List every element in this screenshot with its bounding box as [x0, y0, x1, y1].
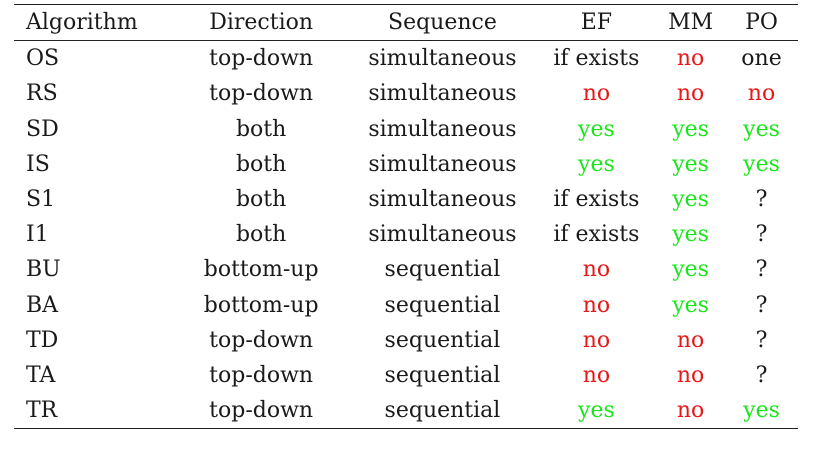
- cell-mm: no: [676, 363, 705, 389]
- cell-sequence: simultaneous: [368, 222, 517, 248]
- table-row: S1 both simultaneous if exists yes?: [14, 182, 798, 217]
- cell-direction: both: [235, 187, 287, 213]
- cell-po: ?: [755, 187, 768, 213]
- cell-direction: top-down: [209, 327, 314, 353]
- cell-algorithm: TR: [26, 398, 58, 424]
- cell-direction: both: [235, 116, 287, 142]
- cell-ef: no: [582, 327, 611, 353]
- table-row: IS both simultaneous yes yes yes: [14, 147, 798, 182]
- cell-algorithm: RS: [26, 81, 58, 107]
- cell-mm: yes: [672, 151, 709, 177]
- header-ef: EF: [580, 10, 613, 35]
- table-row: BU bottom-up sequential no yes?: [14, 252, 798, 287]
- cell-algorithm: TD: [26, 327, 59, 353]
- cell-direction: top-down: [209, 81, 314, 107]
- cell-mm: no: [676, 81, 705, 107]
- cell-po: ?: [755, 257, 768, 283]
- cell-sequence: sequential: [384, 398, 501, 424]
- cell-mm: yes: [672, 116, 709, 142]
- cell-sequence: sequential: [384, 327, 501, 353]
- cell-sequence: sequential: [384, 363, 501, 389]
- cell-po: ?: [755, 327, 768, 353]
- cell-sequence: simultaneous: [368, 46, 517, 72]
- cell-sequence: sequential: [384, 292, 501, 318]
- header-po: PO: [745, 10, 778, 35]
- cell-po: yes: [743, 398, 780, 424]
- cell-direction: both: [235, 222, 287, 248]
- cell-po: one: [741, 46, 782, 72]
- table-row: BA bottom-up sequential no yes?: [14, 288, 798, 323]
- cell-sequence: simultaneous: [368, 151, 517, 177]
- cell-direction: both: [235, 151, 287, 177]
- cell-sequence: simultaneous: [368, 116, 517, 142]
- cell-ef: no: [582, 257, 611, 283]
- table-row: I1 both simultaneous if exists yes?: [14, 217, 798, 252]
- cell-ef: no: [582, 292, 611, 318]
- cell-direction: top-down: [209, 363, 314, 389]
- cell-algorithm: S1: [26, 187, 56, 213]
- cell-ef: yes: [578, 151, 615, 177]
- cell-ef: if exists: [553, 46, 640, 72]
- cell-algorithm: IS: [26, 151, 50, 177]
- table-row: TA top-down sequential no no?: [14, 358, 798, 393]
- cell-direction: top-down: [209, 46, 314, 72]
- cell-ef: if exists: [553, 222, 640, 248]
- cell-ef: yes: [578, 398, 615, 424]
- cell-po: yes: [743, 151, 780, 177]
- table-row: RS top-down simultaneous no no no: [14, 76, 798, 111]
- cell-po: yes: [743, 116, 780, 142]
- header-algorithm: Algorithm: [26, 10, 138, 35]
- cell-sequence: sequential: [384, 257, 501, 283]
- cell-mm: yes: [672, 187, 709, 213]
- header-sequence: Sequence: [388, 10, 497, 35]
- cell-ef: no: [582, 81, 611, 107]
- cell-ef: if exists: [553, 187, 640, 213]
- cell-mm: yes: [672, 257, 709, 283]
- cell-algorithm: TA: [26, 363, 56, 389]
- cell-po: ?: [755, 222, 768, 248]
- cell-ef: no: [582, 363, 611, 389]
- header-direction: Direction: [209, 10, 314, 35]
- table-row: TD top-down sequential no no?: [14, 323, 798, 358]
- cell-ef: yes: [578, 116, 615, 142]
- table-row: TR top-down sequential yes no yes: [14, 393, 798, 429]
- cell-mm: no: [676, 398, 705, 424]
- cell-mm: no: [676, 46, 705, 72]
- table-row: SD both simultaneous yes yes yes: [14, 112, 798, 147]
- cell-algorithm: BA: [26, 292, 59, 318]
- cell-algorithm: I1: [26, 222, 49, 248]
- cell-po: ?: [755, 363, 768, 389]
- cell-sequence: simultaneous: [368, 81, 517, 107]
- header-mm: MM: [668, 10, 714, 35]
- header-row: Algorithm Direction Sequence EF MM PO: [14, 4, 798, 41]
- cell-direction: bottom-up: [203, 292, 319, 318]
- comparison-table-container: Algorithm Direction Sequence EF MM PO OS…: [14, 4, 798, 429]
- cell-algorithm: SD: [26, 116, 59, 142]
- cell-direction: top-down: [209, 398, 314, 424]
- cell-po: ?: [755, 292, 768, 318]
- table-row: OS top-down simultaneous if exists no one: [14, 41, 798, 77]
- cell-po: no: [747, 81, 776, 107]
- cell-direction: bottom-up: [203, 257, 319, 283]
- cell-mm: yes: [672, 292, 709, 318]
- cell-sequence: simultaneous: [368, 187, 517, 213]
- cell-mm: no: [676, 327, 705, 353]
- cell-mm: yes: [672, 222, 709, 248]
- cell-algorithm: OS: [26, 46, 60, 72]
- cell-algorithm: BU: [26, 257, 61, 283]
- algorithm-comparison-table: Algorithm Direction Sequence EF MM PO OS…: [14, 4, 798, 429]
